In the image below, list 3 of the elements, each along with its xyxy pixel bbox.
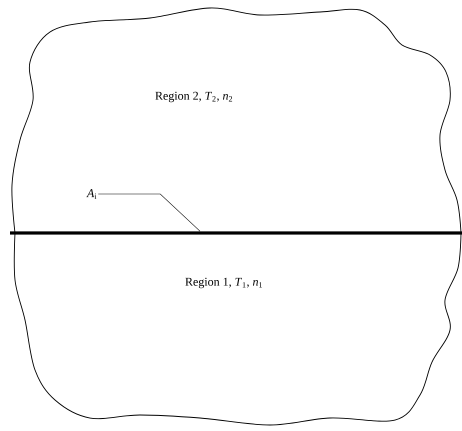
region-label: Region 2, T$_{2}$, n$_{2}$ [155,92,232,102]
leader-line [98,194,200,232]
region-label: Region 1, T$_{1}$, n$_{1}$ [185,278,262,288]
